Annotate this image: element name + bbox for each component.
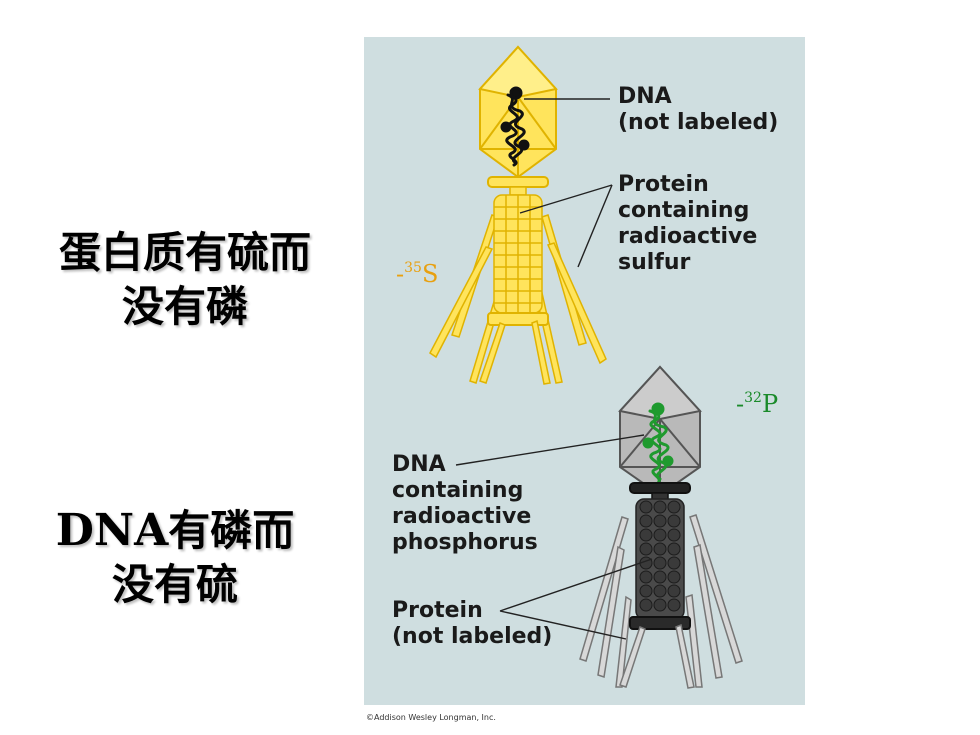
copyright-credit: ©Addison Wesley Longman, Inc.: [366, 713, 496, 722]
top-protein-label-line3: radioactive: [618, 224, 758, 249]
diagram-panel: [364, 37, 805, 705]
bottom-phage: [579, 365, 743, 689]
bottom-tail-sheath: [635, 498, 685, 620]
bottom-protein-label-line2: (not labeled): [392, 624, 553, 649]
protein-caption: 蛋白质有硫而 没有磷: [30, 226, 340, 334]
top-pointer-lines: [519, 98, 613, 268]
bottom-dna-label-line2: containing: [392, 478, 524, 503]
bottom-dna-coil: [642, 402, 674, 485]
sulfur-isotope-prefix: -: [396, 260, 405, 288]
top-base-plate: [487, 312, 549, 326]
bottom-protein-label-line1: Protein: [392, 598, 483, 623]
top-dna-label-line2: (not labeled): [618, 110, 779, 135]
bottom-tail-fibers: [579, 514, 743, 688]
bottom-base-plate: [629, 616, 691, 630]
sulfur-isotope-symbol: S: [421, 260, 439, 288]
phosphorus-isotope-mass: 32: [744, 390, 762, 406]
bottom-dna-label-line1: DNA: [392, 452, 446, 477]
dna-caption-latin: DNA: [55, 505, 169, 556]
dna-caption-cjk: 有磷而: [168, 506, 295, 555]
phosphorus-32-isotope-label: -32P: [736, 384, 778, 418]
top-protein-label-line2: containing: [618, 198, 750, 223]
dna-caption: DNA有磷而 没有硫: [30, 504, 320, 612]
top-tail-sheath: [493, 194, 543, 314]
top-protein-label-line1: Protein: [618, 172, 709, 197]
phosphorus-isotope-prefix: -: [736, 390, 745, 418]
bottom-dna-label-line4: phosphorus: [392, 530, 538, 555]
phage-diagram: [429, 45, 743, 689]
sulfur-isotope-mass: 35: [404, 260, 422, 276]
phosphorus-isotope-symbol: P: [761, 390, 779, 418]
sulfur-35-isotope-label: -35S: [396, 254, 438, 288]
bottom-protein-label: Protein (not labeled): [392, 598, 552, 650]
dna-caption-line1: DNA有磷而: [30, 504, 320, 558]
top-dna-label: DNA (not labeled): [618, 84, 778, 136]
top-protein-label: Protein containing radioactive sulfur: [618, 172, 757, 276]
top-dna-label-line1: DNA: [618, 84, 672, 109]
dna-caption-line2: 没有硫: [111, 560, 238, 609]
top-phage: [429, 45, 607, 385]
bottom-collar: [629, 482, 691, 494]
bottom-pointer-lines: [455, 434, 653, 640]
protein-caption-line1: 蛋白质有硫而: [58, 228, 311, 277]
top-dna-coil: [500, 86, 530, 167]
protein-caption-line2: 没有磷: [121, 282, 248, 331]
bottom-dna-label-line3: radioactive: [392, 504, 532, 529]
bottom-dna-label: DNA containing radioactive phosphorus: [392, 452, 538, 556]
top-protein-label-line4: sulfur: [618, 250, 691, 275]
top-collar: [487, 176, 549, 188]
